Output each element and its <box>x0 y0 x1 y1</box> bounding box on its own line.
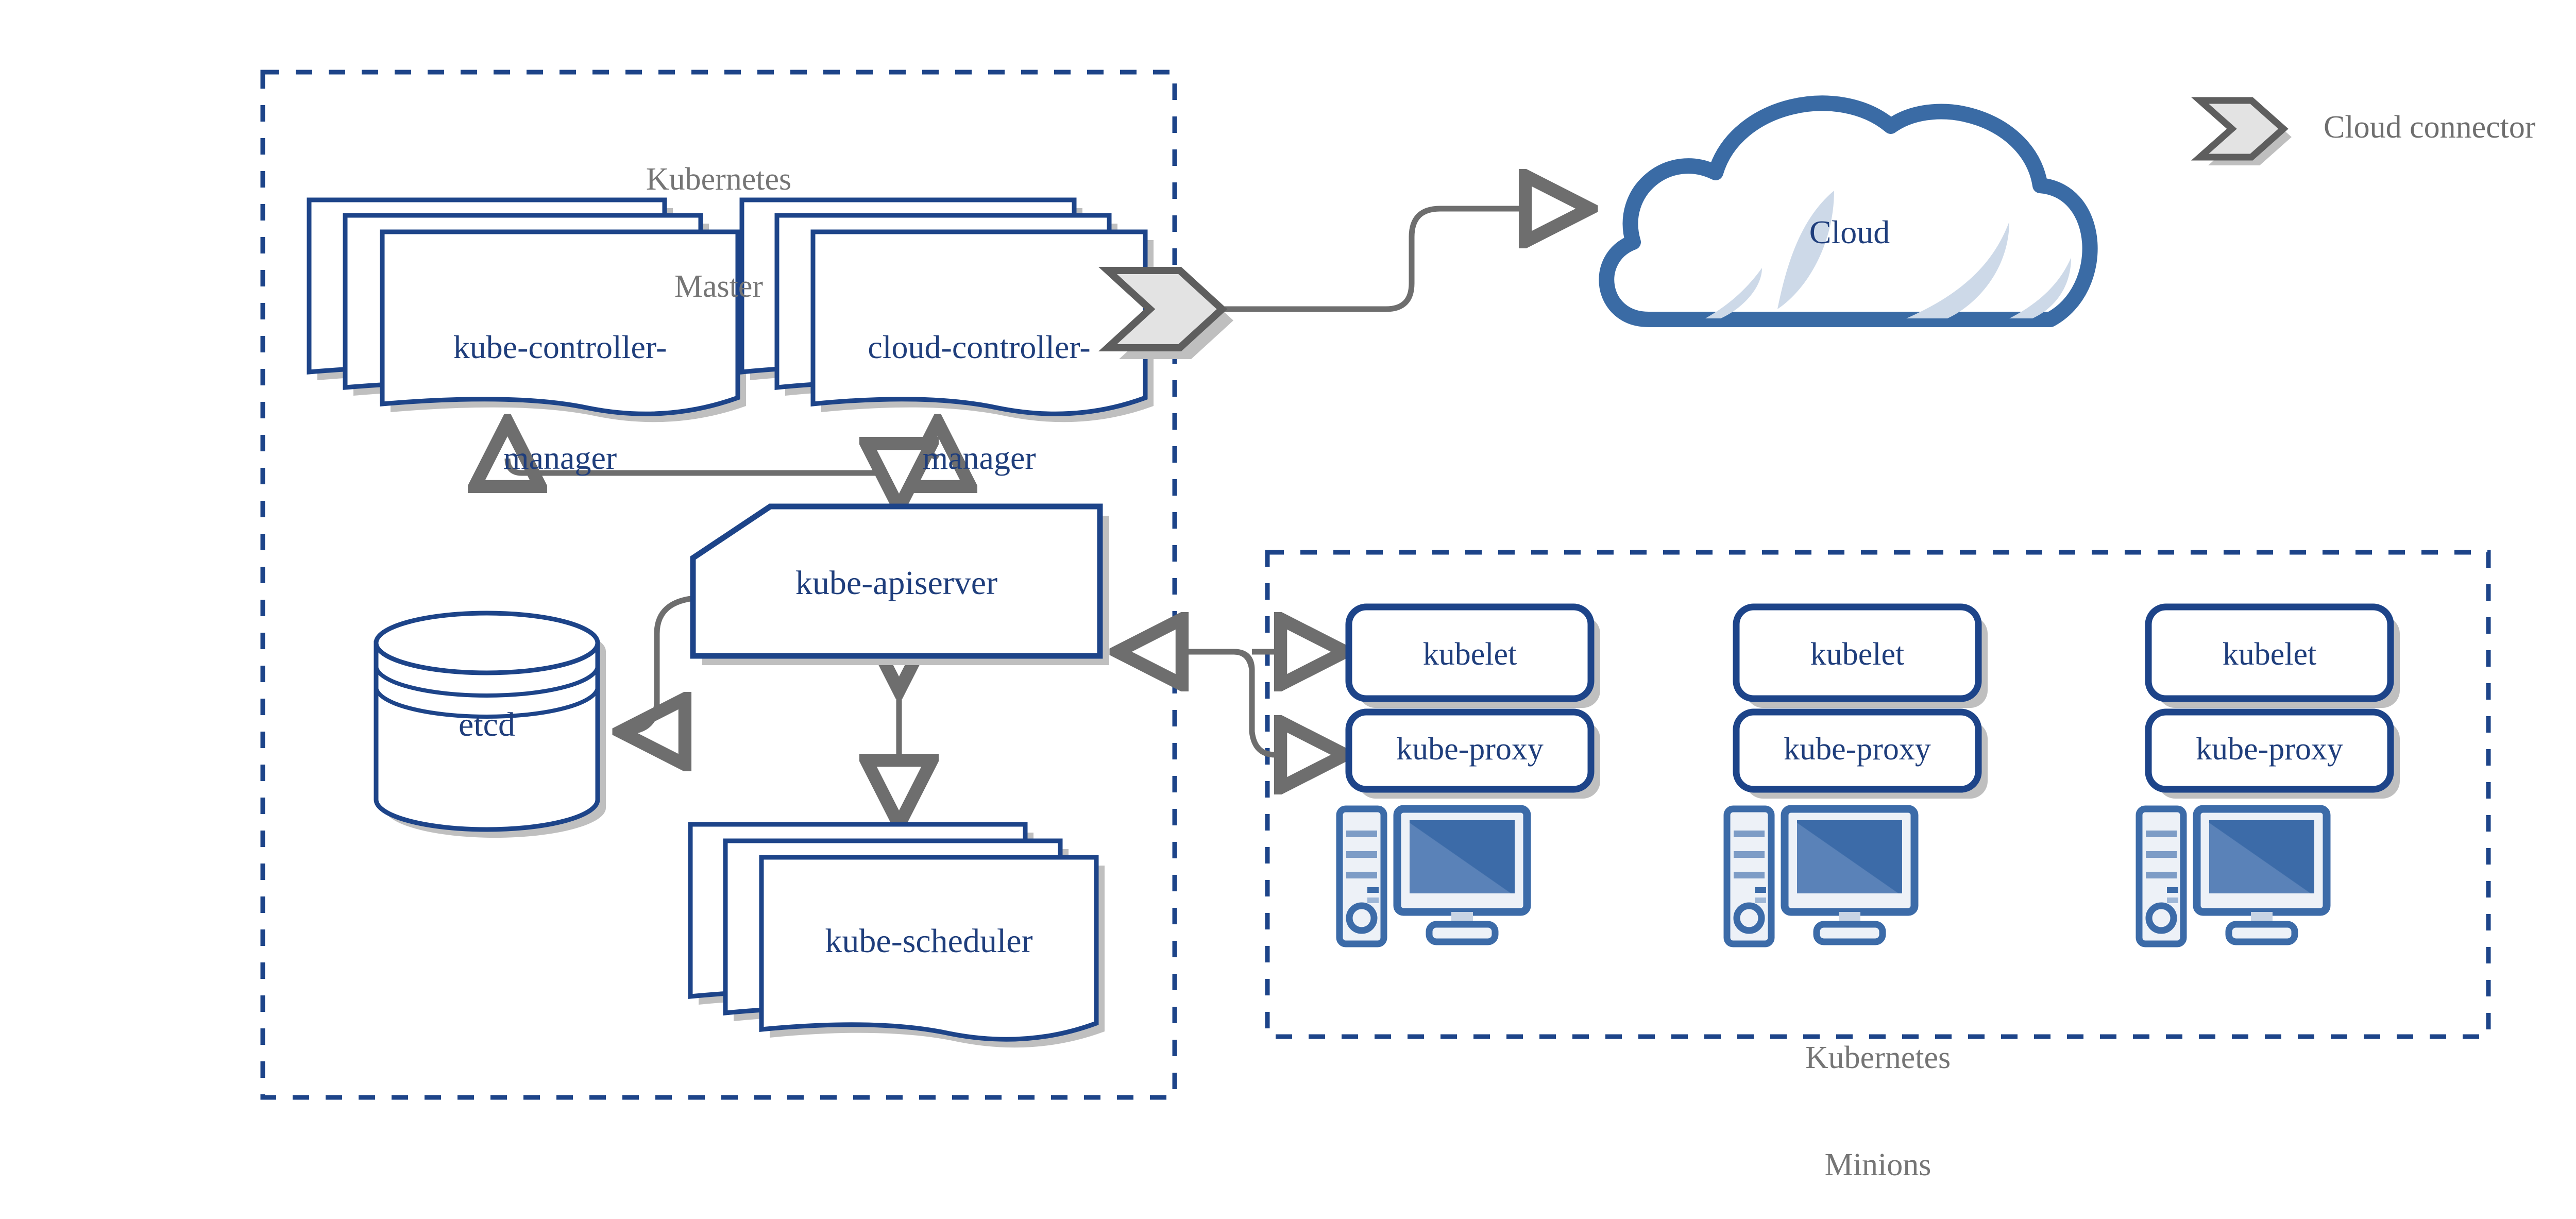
node-kube-proxy-3[interactable] <box>2145 708 2400 799</box>
node-kubelet-2[interactable] <box>1733 603 1988 708</box>
node-cloud[interactable] <box>1599 95 2098 327</box>
connector-layer <box>507 209 1584 819</box>
diagram-graphics <box>260 70 2491 1100</box>
node-cloud-controller-manager[interactable] <box>739 197 1154 422</box>
node-kube-proxy-1[interactable] <box>1345 708 1600 799</box>
node-kube-apiserver[interactable] <box>690 503 1109 665</box>
legend-cloud-connector-icon <box>2191 97 2292 165</box>
desktop-computer-icon-3 <box>2136 805 2331 947</box>
connector-apiserver-etcd-in <box>625 700 660 735</box>
diagram-canvas: Kubernetes Master Kubernetes Minions kub… <box>260 70 2536 1183</box>
desktop-computer-icon-1 <box>1336 805 1531 947</box>
node-kube-proxy-2[interactable] <box>1733 708 1988 799</box>
group-kubernetes-master <box>260 70 1177 1100</box>
cloud-shade-group <box>1705 191 2071 318</box>
node-kube-scheduler[interactable] <box>688 822 1105 1048</box>
minion-boxes <box>1345 603 2400 799</box>
connector-cloud-controller-manager-to-cloud <box>1200 209 1584 312</box>
group-kubernetes-minions <box>1265 550 2491 1039</box>
node-kube-controller-manager[interactable] <box>307 197 746 422</box>
desktop-computer-icon-2 <box>1723 805 1919 947</box>
node-kubelet-1[interactable] <box>1345 603 1600 708</box>
cloud-connector-icon-main <box>1098 267 1233 359</box>
node-kubelet-3[interactable] <box>2145 603 2400 708</box>
node-etcd[interactable] <box>374 611 606 838</box>
minion-machines <box>1336 805 2331 947</box>
